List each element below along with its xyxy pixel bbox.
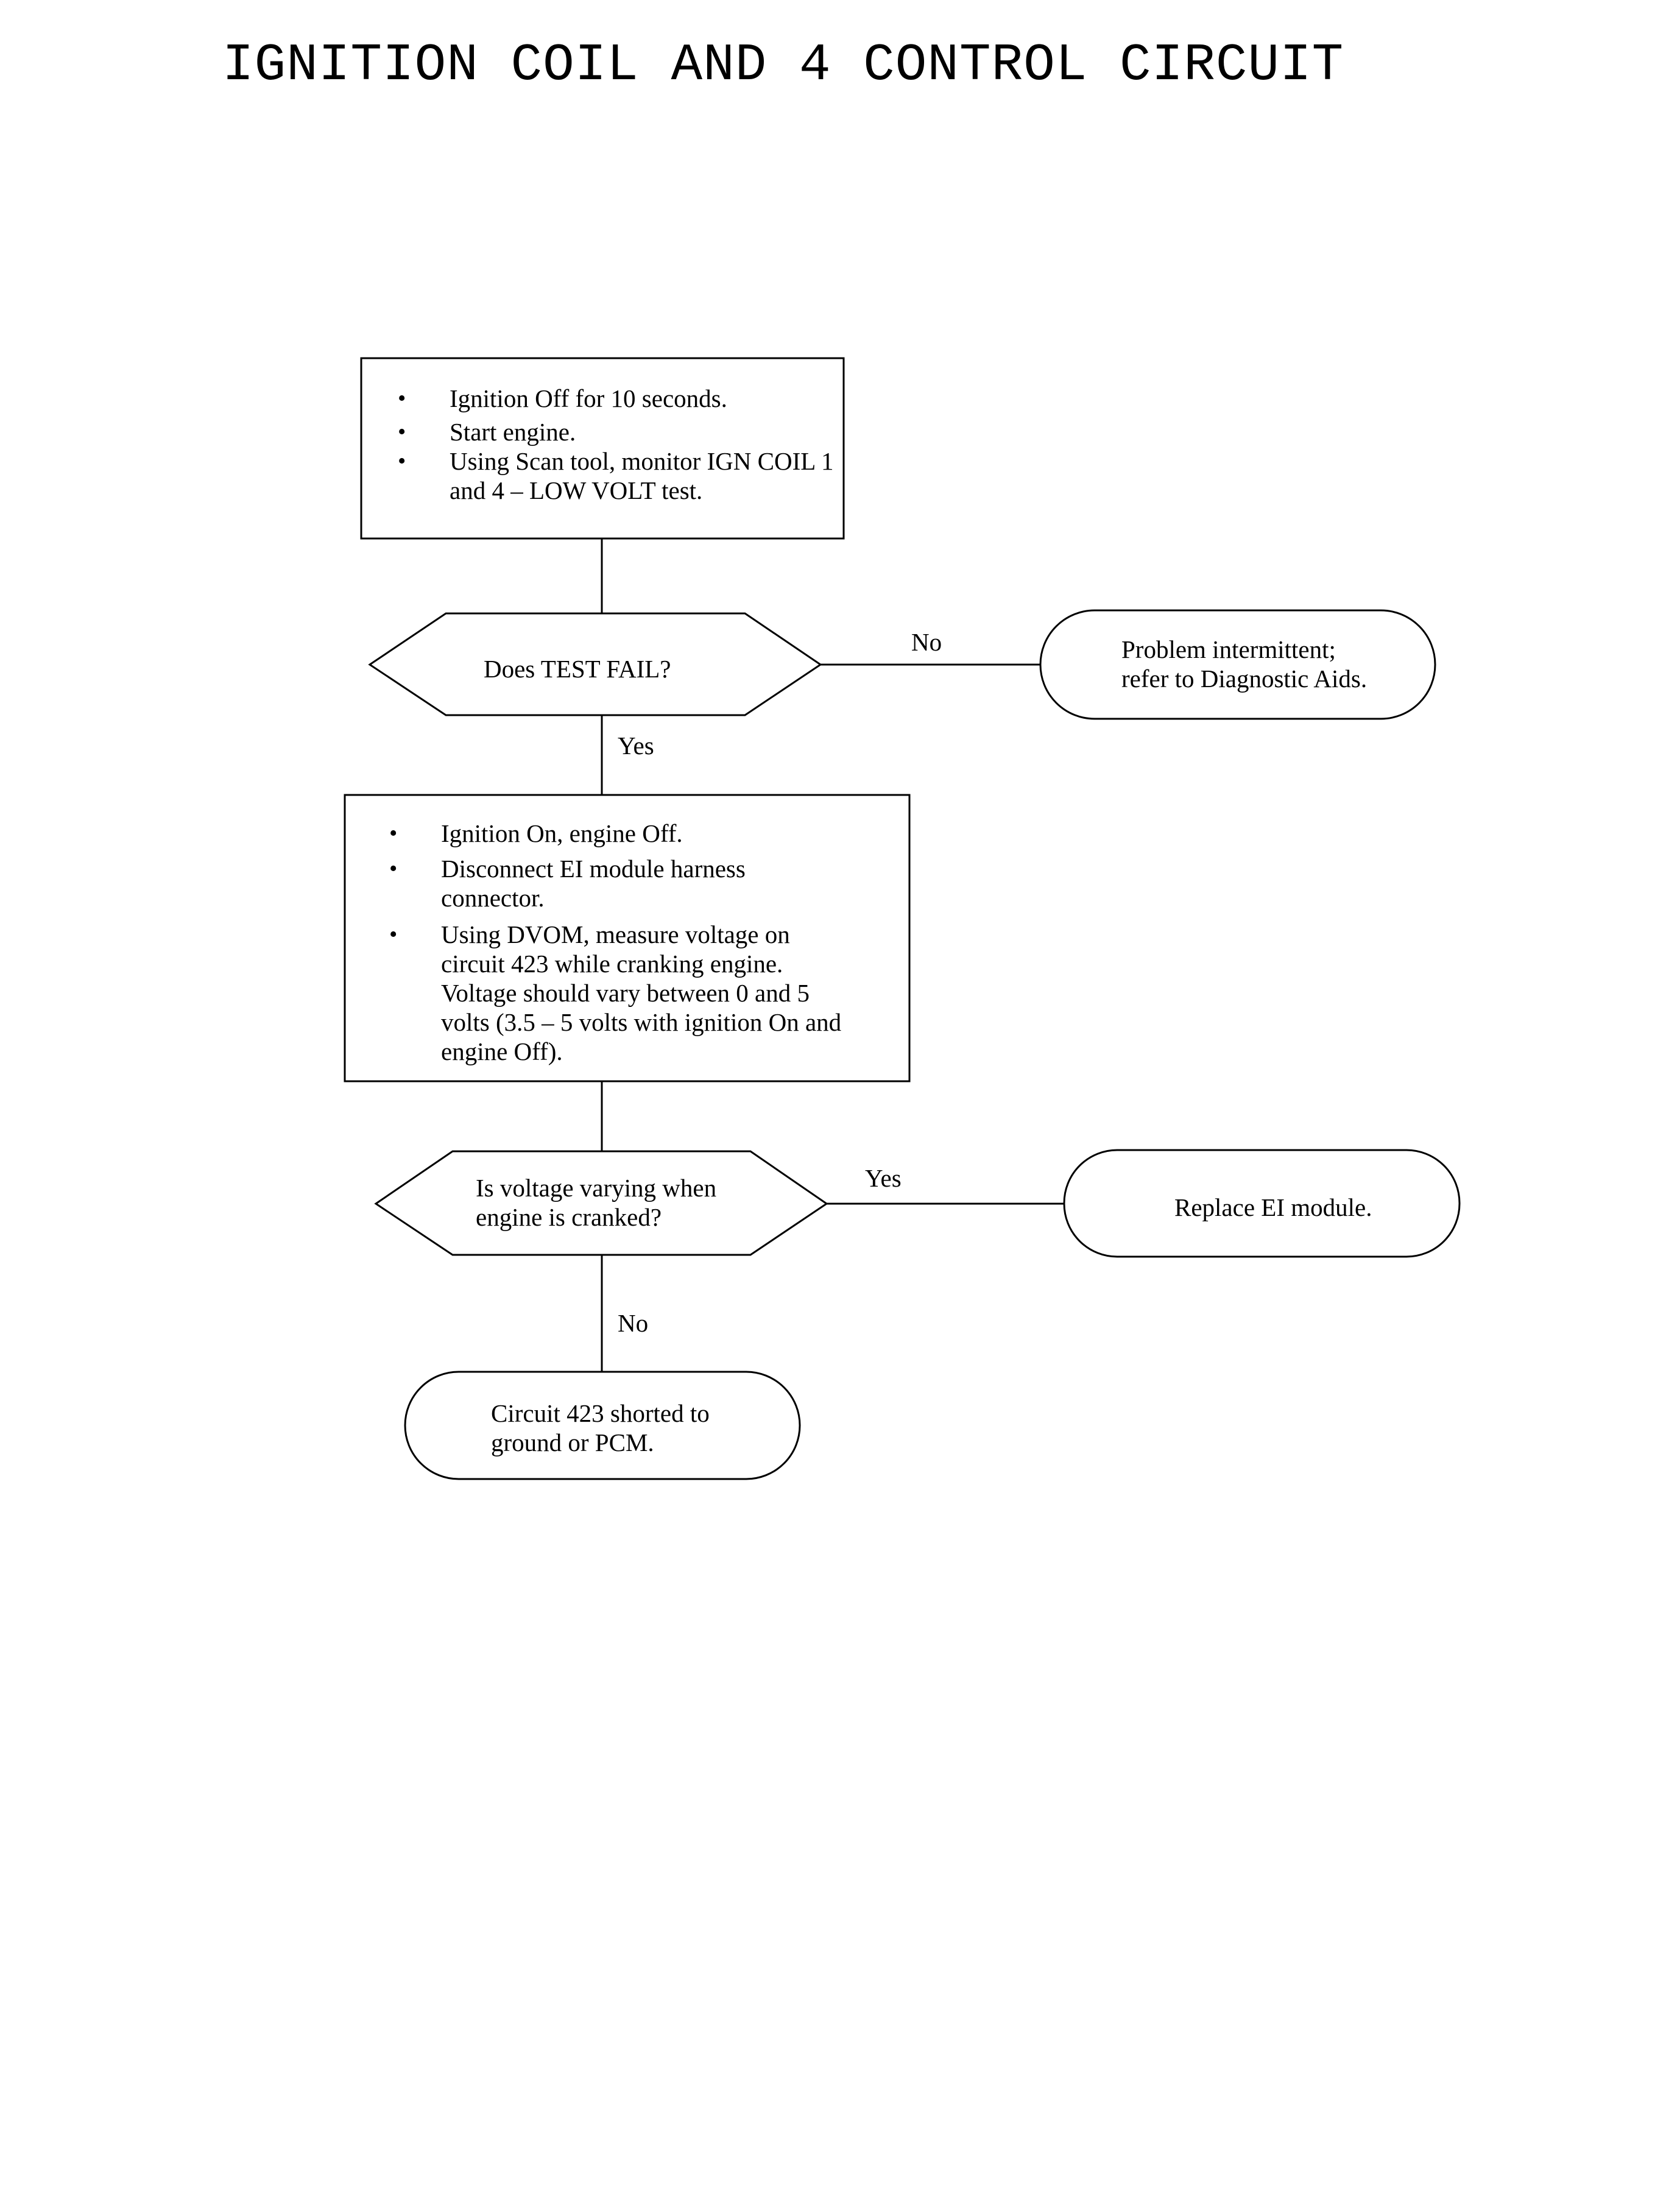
decision1-question: Does TEST FAIL? [484,655,671,683]
bullet-icon: • [389,856,398,881]
decision2-hexagon [374,1150,828,1256]
step1-item: • Using Scan tool, monitor IGN COIL 1 an… [398,447,834,504]
bullet-icon: • [389,821,398,846]
result-no1-line2: refer to Diagnostic Aids. [1121,665,1368,693]
result-yes2-text: Replace EI module. [1174,1193,1372,1221]
decision2-no-label: No [618,1309,649,1337]
decision1-yes-label: Yes [618,732,654,760]
bullet-icon: • [389,922,398,947]
step2-box [344,794,911,1082]
step2-text: • Ignition On, engine Off. • Disconnect … [389,819,855,1066]
page-title: IGNITION COIL AND 4 CONTROL CIRCUIT [222,35,1344,95]
step1-item: • Start engine. [398,418,576,446]
step1-box [360,357,845,540]
step2-item: • Disconnect EI module harness connector… [389,855,746,912]
result-no1-line1: Problem intermittent; [1121,635,1336,663]
step1-item: • Ignition Off for 10 seconds. [398,384,727,412]
result-no1-terminal [1039,609,1436,720]
bullet-icon: • [398,386,406,411]
result-no2-line1: Circuit 423 shorted to [491,1399,710,1427]
result-yes2-terminal [1063,1149,1461,1258]
bullet-icon: • [398,448,406,474]
bullet-icon: • [398,419,406,445]
decision1-no-label: No [911,628,942,656]
decision2-yes-label: Yes [865,1164,902,1192]
step1-text: • Ignition Off for 10 seconds. • Start e… [398,384,839,505]
decision2-line2: engine is cranked? [476,1203,662,1231]
step2-item: • Using DVOM, measure voltage on circuit… [389,920,842,1065]
result-no2-line2: ground or PCM. [491,1428,654,1456]
step2-item: • Ignition On, engine Off. [389,819,683,847]
result-no2-terminal [404,1371,801,1480]
decision1-hexagon [368,612,822,716]
decision2-line1: Is voltage varying when [476,1174,717,1202]
